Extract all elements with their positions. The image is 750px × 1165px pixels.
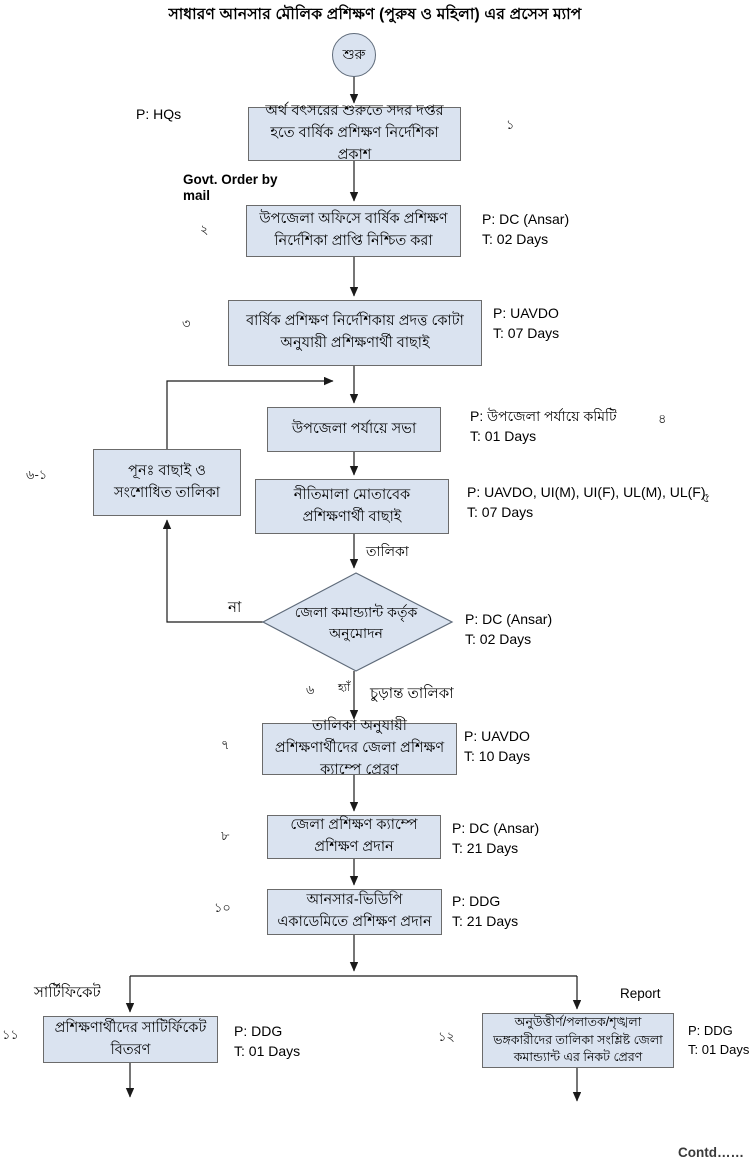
edge-label-certificate: সার্টিফিকেট <box>34 984 101 1001</box>
step-4-box: উপজেলা পর্যায়ে সভা <box>267 407 441 452</box>
performer-label: P: UAVDO <box>464 728 530 744</box>
step-4-annotation: P: উপজেলা পর্যায়ে কমিটি T: 01 Days <box>470 406 617 446</box>
step-10-annotation: P: DDG T: 21 Days <box>452 891 518 931</box>
step-6-1-number: ৬-১ <box>26 467 48 482</box>
time-label: T: 21 Days <box>452 840 519 856</box>
step-4-number: ৪ <box>658 411 667 426</box>
step-5-annotation: P: UAVDO, UI(M), UI(F), UL(M), UL(F) T: … <box>467 482 706 522</box>
time-label: T: 10 Days <box>464 748 531 764</box>
step-1-number: ১ <box>506 117 515 132</box>
performer-label: P: DDG <box>688 1023 733 1038</box>
page-title: সাধারণ আনসার মৌলিক প্রশিক্ষণ (পুরুষ ও মহ… <box>168 6 582 23</box>
step-2-number: ২ <box>200 222 209 237</box>
edge-label-yes: হ্যাঁ <box>338 682 351 694</box>
performer-label: P: HQs <box>136 106 182 122</box>
performer-label: P: DC (Ansar) <box>465 611 553 627</box>
performer-label: P: DDG <box>234 1023 283 1039</box>
time-label: T: 07 Days <box>467 504 534 520</box>
performer-label: P: DC (Ansar) <box>452 820 540 836</box>
time-label: T: 07 Days <box>493 325 560 341</box>
step-10-number: ১০ <box>214 900 231 915</box>
step-3-number: ৩ <box>182 316 191 331</box>
step-6-number: ৬ <box>306 682 315 697</box>
performer-label: P: UAVDO, UI(M), UI(F), UL(M), UL(F) <box>467 484 706 500</box>
time-label: T: 01 Days <box>470 428 537 444</box>
edge-label-list: তালিকা <box>366 543 409 559</box>
time-label: T: 21 Days <box>452 913 519 929</box>
step-11-annotation: P: DDG T: 01 Days <box>234 1021 300 1061</box>
step-8-annotation: P: DC (Ansar) T: 21 Days <box>452 818 539 858</box>
performer-label: P: UAVDO <box>493 305 559 321</box>
time-label: T: 01 Days <box>688 1042 750 1057</box>
step-2-box: উপজেলা অফিসে বার্ষিক প্রশিক্ষণ নির্দেশিক… <box>246 205 461 257</box>
edge-d6-no-to-s6-1 <box>162 519 263 623</box>
decision-6-label: জেলা কমান্ড্যান্ট কর্তৃক অনুমোদন <box>294 604 418 641</box>
step-3-box: বার্ষিক প্রশিক্ষণ নির্দেশিকায় প্রদত্ত ক… <box>228 300 482 366</box>
decision-6-annotation: P: DC (Ansar) T: 02 Days <box>465 609 552 649</box>
step-10-box: আনসার-ভিডিপি একাডেমিতে প্রশিক্ষণ প্রদান <box>267 889 442 935</box>
time-label: T: 02 Days <box>482 231 549 247</box>
step-7-annotation: P: UAVDO T: 10 Days <box>464 726 530 766</box>
edge-label-final-list: চুড়ান্ত তালিকা <box>370 685 454 702</box>
edge-label-no: না <box>228 599 242 616</box>
performer-label: P: DDG <box>452 893 501 909</box>
time-label: T: 02 Days <box>465 631 532 647</box>
step-12-annotation: P: DDG T: 01 Days <box>688 1021 749 1059</box>
step-12-number: ১২ <box>438 1029 455 1044</box>
step-1-annotation: P: HQs <box>136 104 181 124</box>
step-8-number: ৮ <box>221 828 230 843</box>
edge-label-report: Report <box>620 986 661 1001</box>
step-5-box: নীতিমালা মোতাবেক প্রশিক্ষণার্থী বাছাই <box>255 479 449 534</box>
step-7-number: ৭ <box>221 737 230 752</box>
step-12-box: অনুউত্তীর্ণ/পলাতক/শৃঙ্খলা ভঙ্গকারীদের তা… <box>482 1013 674 1068</box>
time-label: T: 01 Days <box>234 1043 301 1059</box>
start-node: শুরু <box>332 33 376 77</box>
performer-label: P: DC (Ansar) <box>482 211 570 227</box>
step-2-annotation: P: DC (Ansar) T: 02 Days <box>482 209 569 249</box>
performer-label: P: উপজেলা পর্যায়ে কমিটি <box>470 408 617 424</box>
step-3-annotation: P: UAVDO T: 07 Days <box>493 303 559 343</box>
step-6-1-box: পূনঃ বাছাই ও সংশোধিত তালিকা <box>93 449 241 516</box>
step-11-number: ১১ <box>2 1027 19 1042</box>
edge-label-govt-order: Govt. Order by mail <box>183 172 278 203</box>
step-5-number: ৫ <box>702 490 711 505</box>
step-8-box: জেলা প্রশিক্ষণ ক্যাম্পে প্রশিক্ষণ প্রদান <box>267 815 441 859</box>
contd-label: Contd…… <box>678 1145 744 1160</box>
step-7-box: তালিকা অনুযায়ী প্রশিক্ষণার্থীদের জেলা প… <box>262 718 457 778</box>
step-11-box: প্রশিক্ষণার্থীদের সাটির্ফিকেট বিতরণ <box>43 1016 218 1063</box>
step-1-box: অর্থ বৎসরের শুরুতে সদর দপ্তর হতে বার্ষিক… <box>248 103 461 163</box>
